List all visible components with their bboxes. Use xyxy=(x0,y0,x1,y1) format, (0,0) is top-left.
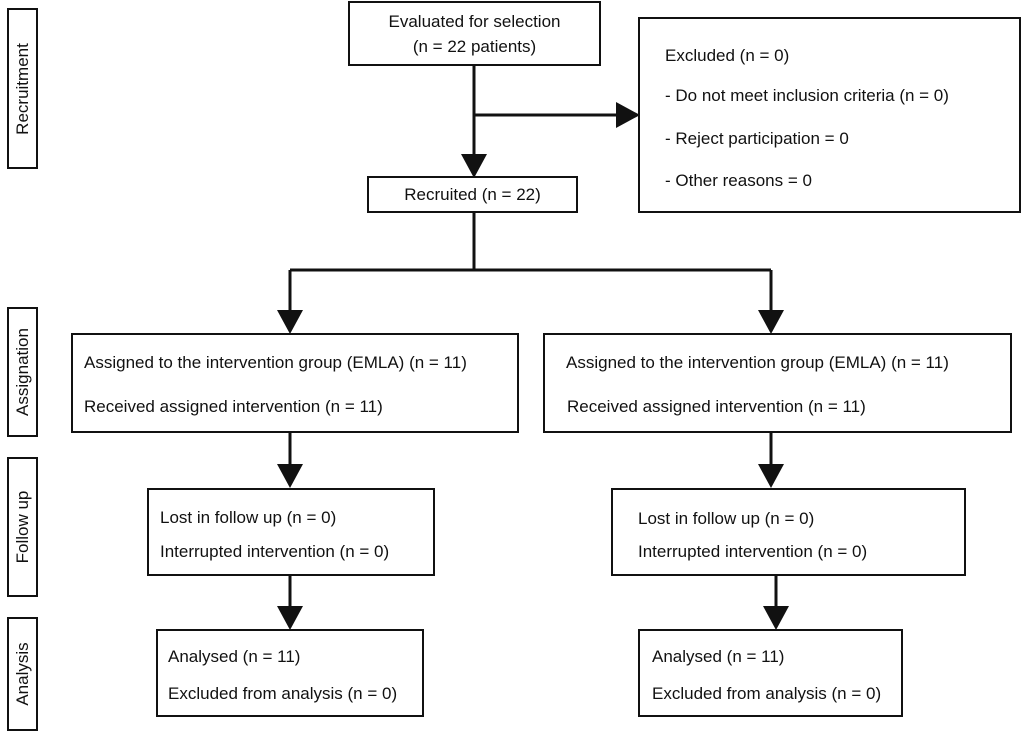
right-interrupted-text: Interrupted intervention (n = 0) xyxy=(638,542,868,561)
arrow-head-right-assign xyxy=(758,310,784,334)
arrow-head-left-assign xyxy=(277,310,303,334)
right-assignation-box: Assigned to the intervention group (EMLA… xyxy=(543,333,1012,433)
excluded-title: Excluded (n = 0) xyxy=(665,46,790,65)
left-assignation-box: Assigned to the intervention group (EMLA… xyxy=(71,333,519,433)
excluded-reason-other: - Other reasons = 0 xyxy=(665,171,812,190)
left-analysed-text: Analysed (n = 11) xyxy=(168,647,301,666)
stage-assignation: Assignation xyxy=(7,307,38,437)
arrow-head-recruited xyxy=(461,154,487,178)
stage-analysis-label: Analysis xyxy=(12,642,32,706)
right-received-text: Received assigned intervention (n = 11) xyxy=(567,397,866,416)
evaluated-title: Evaluated for selection xyxy=(388,12,561,31)
stage-recruitment: Recruitment xyxy=(7,8,38,169)
evaluated-count: (n = 22 patients) xyxy=(412,37,537,56)
arrow-head-left-analysis xyxy=(277,606,303,630)
arrow-head-right-analysis xyxy=(763,606,789,630)
stage-assignation-label: Assignation xyxy=(12,328,32,416)
recruited-label: Recruited (n = 22) xyxy=(404,185,541,204)
stage-follow-up-label: Follow up xyxy=(12,490,32,564)
stage-analysis: Analysis xyxy=(7,617,38,731)
stage-recruitment-label: Recruitment xyxy=(12,42,32,135)
left-analysis-box: Analysed (n = 11) Excluded from analysis… xyxy=(156,629,424,717)
excluded-reason-reject: - Reject participation = 0 xyxy=(665,129,849,148)
excluded-reason-criteria: - Do not meet inclusion criteria (n = 0) xyxy=(665,86,949,105)
recruited-box: Recruited (n = 22) xyxy=(367,176,578,213)
evaluated-box: Evaluated for selection (n = 22 patients… xyxy=(348,1,601,66)
stage-follow-up: Follow up xyxy=(7,457,38,597)
left-received-text: Received assigned intervention (n = 11) xyxy=(84,397,383,416)
arrow-head-right-follow xyxy=(758,464,784,488)
left-lost-text: Lost in follow up (n = 0) xyxy=(160,508,337,527)
right-analysis-box: Analysed (n = 11) Excluded from analysis… xyxy=(638,629,903,717)
right-lost-text: Lost in follow up (n = 0) xyxy=(638,509,815,528)
right-assigned-text: Assigned to the intervention group (EMLA… xyxy=(566,353,949,372)
arrow-head-excluded xyxy=(616,102,640,128)
arrow-head-left-follow xyxy=(277,464,303,488)
left-interrupted-text: Interrupted intervention (n = 0) xyxy=(160,542,390,561)
right-excluded-analysis-text: Excluded from analysis (n = 0) xyxy=(652,684,882,703)
right-analysed-text: Analysed (n = 11) xyxy=(652,647,785,666)
left-assigned-text: Assigned to the intervention group (EMLA… xyxy=(84,353,467,372)
left-excluded-analysis-text: Excluded from analysis (n = 0) xyxy=(168,684,398,703)
excluded-box: Excluded (n = 0) - Do not meet inclusion… xyxy=(638,17,1021,213)
right-follow-up-box: Lost in follow up (n = 0) Interrupted in… xyxy=(611,488,966,576)
left-follow-up-box: Lost in follow up (n = 0) Interrupted in… xyxy=(147,488,435,576)
